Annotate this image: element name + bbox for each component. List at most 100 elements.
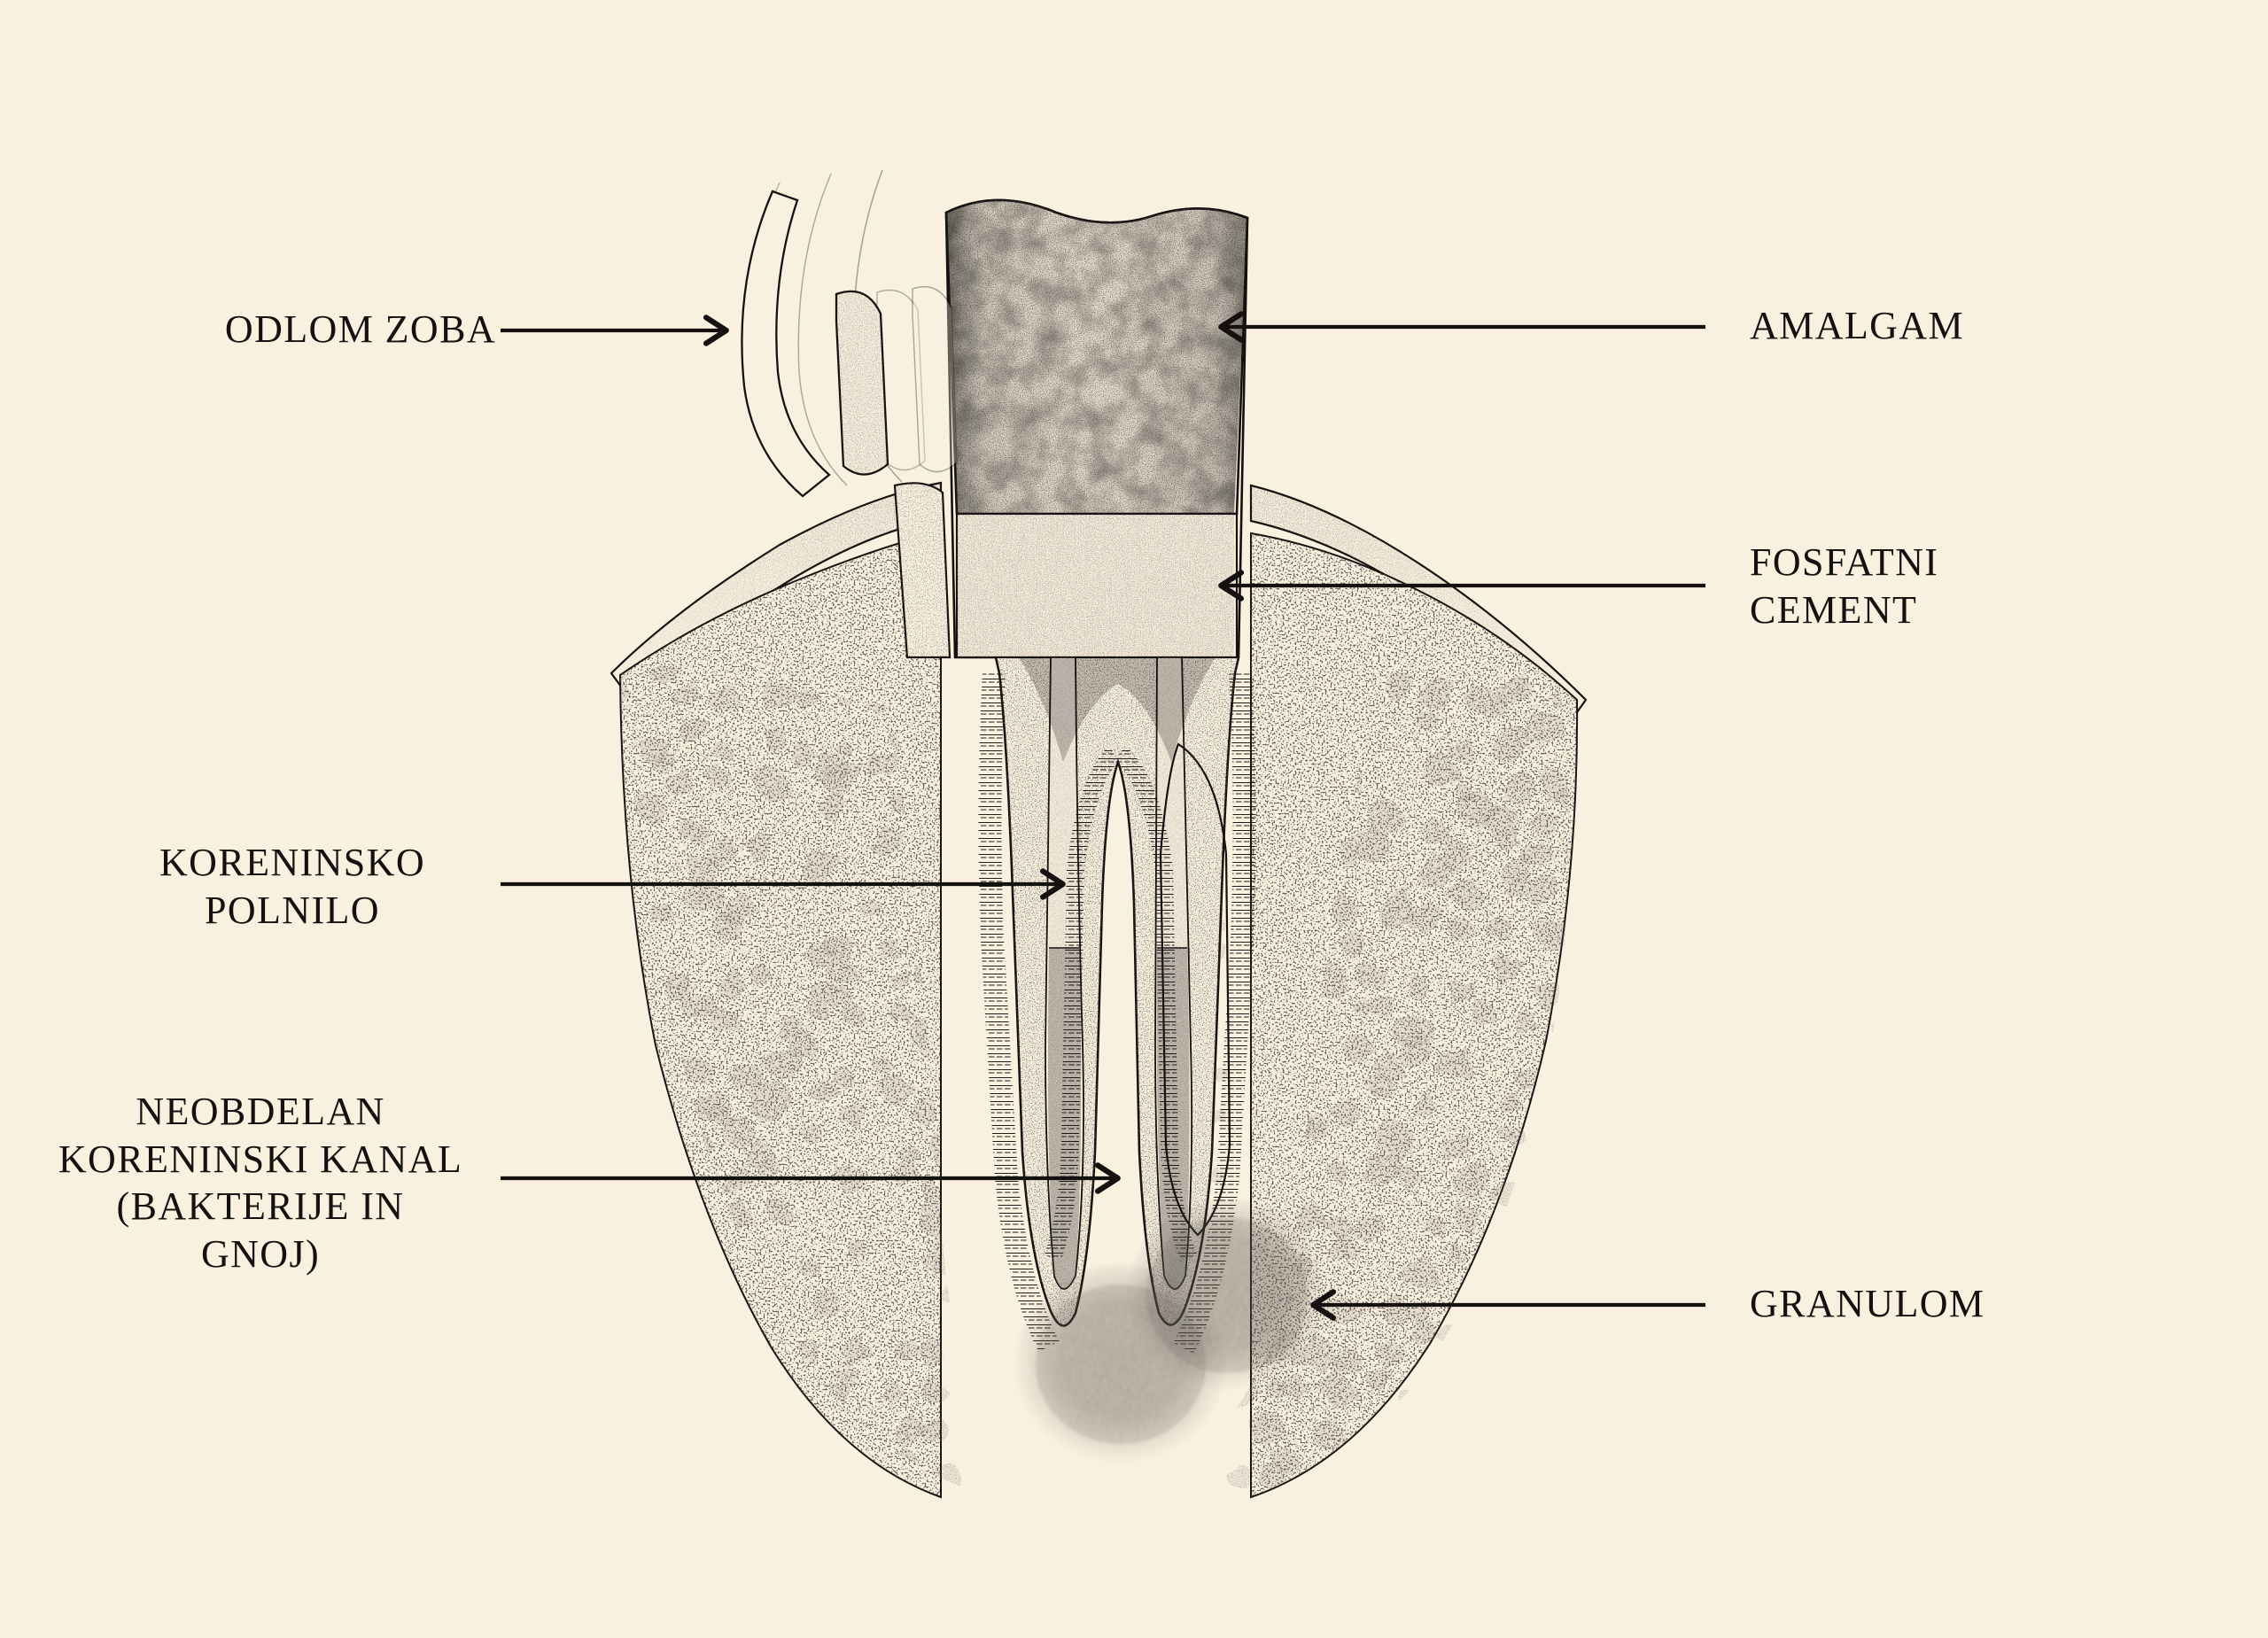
trabecula xyxy=(788,1029,820,1058)
trabecula xyxy=(1414,711,1440,731)
trabecula xyxy=(1363,1074,1396,1100)
trabecula xyxy=(802,850,842,883)
trabecula xyxy=(680,994,718,1019)
trabecula xyxy=(866,752,899,775)
trabecula xyxy=(1355,827,1393,863)
trabecula xyxy=(1481,805,1518,851)
trabecula xyxy=(1449,1242,1468,1264)
trabecula xyxy=(818,793,845,823)
trabecula xyxy=(835,1368,859,1389)
trabecula xyxy=(1423,1215,1447,1238)
trabecula xyxy=(710,1005,743,1031)
trabecula xyxy=(1327,1232,1365,1260)
trabecula xyxy=(1423,751,1464,787)
trabecula xyxy=(1248,1411,1288,1444)
trabecula xyxy=(920,1338,944,1369)
trabecula xyxy=(682,885,727,912)
trabecula xyxy=(1311,1417,1349,1450)
gingiva-right-stipple xyxy=(1251,485,1586,725)
pdl-mesial-outer xyxy=(978,672,1060,1352)
trabecula xyxy=(1270,1447,1301,1475)
trabecula xyxy=(743,831,772,863)
trabecula xyxy=(796,1260,822,1277)
trabecula xyxy=(1530,811,1560,836)
trabecula xyxy=(870,826,903,857)
fractured-fragment-group xyxy=(741,169,958,659)
trabecula xyxy=(1340,929,1364,958)
trabecula xyxy=(920,1417,949,1441)
trabecula xyxy=(1448,980,1477,1004)
trabecula xyxy=(1454,1203,1482,1235)
trabecula xyxy=(1374,1341,1406,1369)
trabecula xyxy=(793,740,816,769)
trabecula xyxy=(765,1198,795,1226)
trabecula xyxy=(661,973,692,1002)
trabecula xyxy=(679,818,711,846)
trabecula xyxy=(620,676,634,705)
trabecula xyxy=(1404,902,1444,934)
trabecula xyxy=(805,1002,831,1021)
trabecula xyxy=(1409,974,1429,1001)
label-koreninsko-polnilo: KORENINSKO POLNILO xyxy=(159,841,425,932)
trabecula xyxy=(1362,1153,1402,1187)
trabecula xyxy=(679,718,709,742)
trabecula xyxy=(840,1001,867,1027)
pdl-septum-mesial xyxy=(1044,746,1122,1261)
trabecula xyxy=(765,726,787,751)
trabecula xyxy=(1515,1011,1540,1035)
label-fosfatni-cement: FOSFATNI CEMENT xyxy=(1750,540,1939,632)
trabecula xyxy=(1472,998,1498,1026)
trabecula xyxy=(1495,675,1534,705)
trabecula xyxy=(1504,878,1532,898)
phosphate-cement-texture xyxy=(957,514,1234,657)
trabecula xyxy=(1365,1369,1393,1392)
label-neobdelan-koreninski-kanal: NEOBDELAN KORENINSKI KANAL (BAKTERIJE IN… xyxy=(58,1090,463,1277)
label-odlom-zoba: ODLOM ZOBA xyxy=(224,307,496,351)
trabecula xyxy=(1433,1046,1475,1080)
trabecula xyxy=(1491,955,1526,985)
trabecula xyxy=(1503,770,1538,806)
trabecula xyxy=(876,1074,916,1106)
trabecula xyxy=(649,902,676,923)
trabecula xyxy=(871,1057,896,1075)
trabecula xyxy=(630,793,667,824)
label-granulom: GRANULOM xyxy=(1750,1282,1985,1325)
trabecula xyxy=(809,982,852,1008)
trabecula xyxy=(1276,1372,1313,1399)
trabecula xyxy=(890,972,912,990)
trabecula xyxy=(889,1002,918,1022)
trabecula xyxy=(807,1080,843,1103)
fracture-ghost-cusp-2 xyxy=(876,289,926,471)
trabecula xyxy=(1441,1135,1471,1160)
trabecula xyxy=(1333,1347,1363,1374)
granuloma-mesial-core xyxy=(1036,1285,1206,1444)
trabecula xyxy=(649,666,680,684)
trabecula xyxy=(840,1336,873,1368)
trabecula xyxy=(1556,788,1570,822)
trabecula xyxy=(858,898,883,916)
trabecula xyxy=(1348,1215,1386,1244)
trabecula xyxy=(921,1180,943,1201)
trabecula xyxy=(837,1103,867,1130)
trabecula xyxy=(750,965,774,986)
trabecula xyxy=(1352,998,1370,1017)
trabecula xyxy=(670,682,702,707)
trabecula xyxy=(1520,843,1556,866)
fracture-stump-stipple xyxy=(895,483,950,657)
trabecula xyxy=(1485,917,1511,941)
trabecula xyxy=(1414,1093,1440,1116)
trabecula xyxy=(1443,840,1473,873)
granuloma-group xyxy=(1016,1199,1326,1463)
trabecula xyxy=(1294,1203,1329,1234)
trabecula xyxy=(1499,1091,1522,1113)
trabecula xyxy=(702,764,733,788)
trabecula xyxy=(882,1380,904,1402)
trabecula xyxy=(827,959,862,984)
trabecula xyxy=(797,687,824,710)
trabecula xyxy=(718,969,748,1001)
fracture-primary-outline xyxy=(741,190,831,498)
leader-lines-group xyxy=(501,311,1705,1321)
trabecula xyxy=(780,1015,804,1042)
trabecula xyxy=(1420,818,1455,844)
trabecula xyxy=(711,911,745,941)
